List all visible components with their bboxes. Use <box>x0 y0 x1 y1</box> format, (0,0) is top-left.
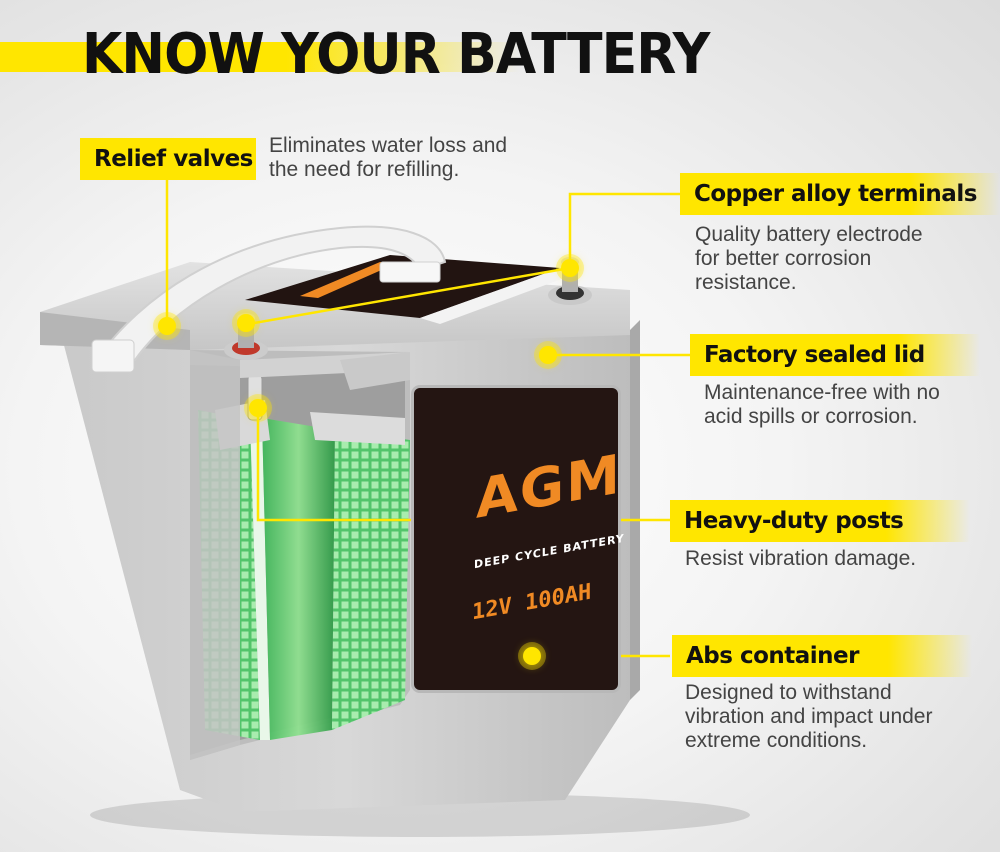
sealed-lid-marker <box>539 346 557 364</box>
sealed-lid-description: Maintenance-free with no acid spills or … <box>704 381 940 428</box>
copper-terminals-description: Quality battery electrode for better cor… <box>695 223 923 294</box>
page-title: KNOW YOUR BATTERY <box>82 22 710 87</box>
abs-container-description: Designed to withstand vibration and impa… <box>685 681 933 752</box>
abs-container-label: Abs container <box>672 635 972 677</box>
relief-valves-description: Eliminates water loss and the need for r… <box>269 134 508 181</box>
posts-marker <box>249 399 267 417</box>
terminal-marker-left <box>237 314 255 332</box>
heavy-duty-posts-description: Resist vibration damage. <box>685 547 917 570</box>
copper-terminals-label: Copper alloy terminals <box>680 173 1000 215</box>
relief-valves-marker <box>158 317 176 335</box>
title-highlight-bar <box>0 42 520 72</box>
container-marker <box>523 647 541 665</box>
sealed-lid-label: Factory sealed lid <box>690 334 980 376</box>
battery-front-label <box>414 388 618 690</box>
terminal-marker-right <box>561 259 579 277</box>
heavy-duty-posts-label: Heavy-duty posts <box>670 500 970 542</box>
relief-valves-label: Relief valves <box>80 138 256 180</box>
